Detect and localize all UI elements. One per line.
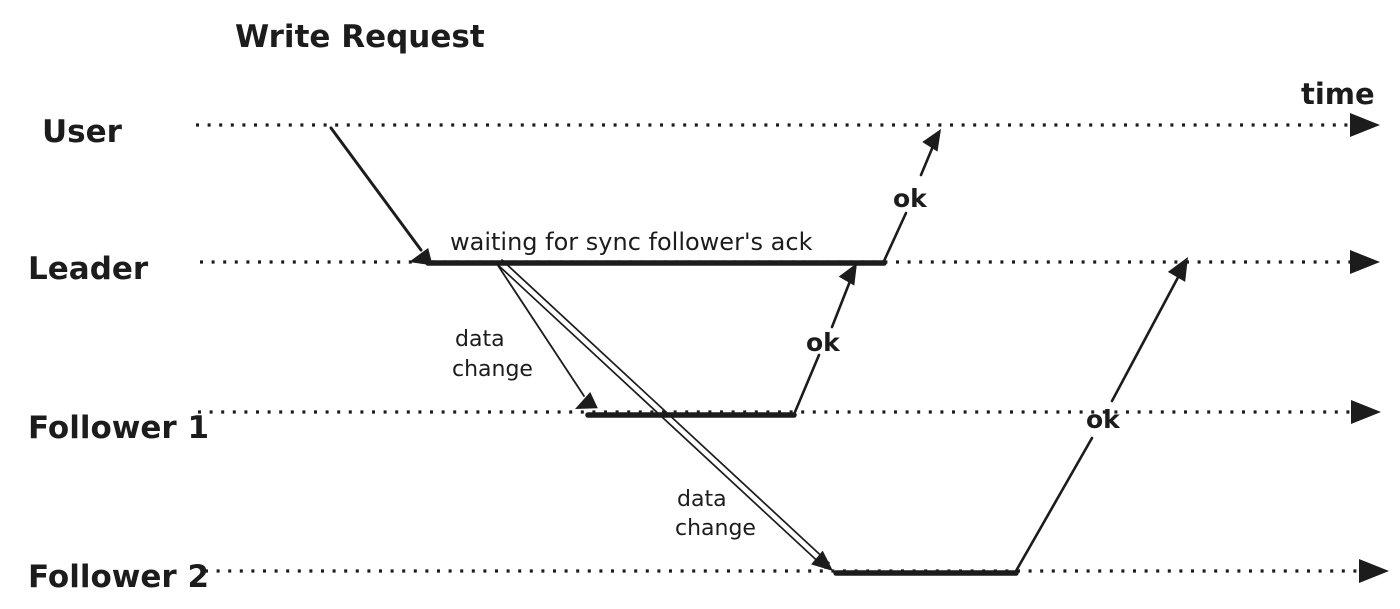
lane-user: User xyxy=(42,113,1380,150)
ok-follower2-line-upper xyxy=(1110,266,1185,403)
diagram-title: Write Request xyxy=(235,19,485,55)
lane-follower2: Follower 2 xyxy=(28,559,1389,595)
ok-follower2-line-lower xyxy=(1014,436,1094,573)
data-change-follower2-line-b xyxy=(501,259,830,564)
lane-label-user: User xyxy=(42,114,123,150)
data-change-arrow-follower2 xyxy=(497,259,833,571)
ok-leader-arrowhead-icon xyxy=(922,129,941,152)
ok-arrow-follower1-to-leader: ok xyxy=(793,263,857,414)
data-change-follower1-arrowhead-icon xyxy=(575,391,598,409)
lane-label-follower1: Follower 1 xyxy=(28,410,209,446)
ok-follower1-line-lower xyxy=(793,353,821,414)
write-request-arrow xyxy=(329,126,433,266)
follower2-timeline-arrowhead-icon xyxy=(1359,559,1389,583)
ok-leader-line-lower xyxy=(882,211,908,263)
ok-arrow-follower2-to-leader: ok xyxy=(1014,257,1188,573)
data-change-follower2-line-a xyxy=(497,264,826,569)
data-change-1-line2: change xyxy=(452,357,533,382)
write-request-arrow-line xyxy=(329,126,423,252)
time-axis-label: time xyxy=(1301,77,1375,111)
data-change-2-line1: data xyxy=(677,487,727,512)
lane-label-leader: Leader xyxy=(28,251,149,287)
ok-follower1-arrowhead-icon xyxy=(838,263,857,286)
ok-follower2-arrowhead-icon xyxy=(1167,257,1188,282)
data-change-1-line1: data xyxy=(455,327,505,352)
leader-timeline-arrowhead-icon xyxy=(1350,250,1380,274)
data-change-follower2-arrowhead-icon xyxy=(811,550,833,571)
ok-label-follower1: ok xyxy=(806,328,841,357)
user-timeline-arrowhead-icon xyxy=(1350,113,1380,137)
lane-label-follower2: Follower 2 xyxy=(28,559,209,595)
lane-leader: Leader xyxy=(28,250,1380,287)
write-request-arrowhead-icon xyxy=(409,247,433,266)
waiting-for-ack-label: waiting for sync follower's ack xyxy=(450,228,813,256)
data-change-follower1-line xyxy=(496,263,585,397)
ok-label-follower2: ok xyxy=(1086,405,1121,434)
lane-follower1: Follower 1 xyxy=(28,400,1381,446)
data-change-2-line2: change xyxy=(675,516,756,541)
data-change-label-2: data change xyxy=(675,487,756,541)
data-change-label-1: data change xyxy=(452,327,533,382)
ok-arrow-leader-to-user: ok xyxy=(882,129,941,263)
ok-label-leader: ok xyxy=(893,184,928,213)
data-change-arrow-follower1 xyxy=(496,263,598,409)
follower1-timeline-arrowhead-icon xyxy=(1351,400,1381,424)
